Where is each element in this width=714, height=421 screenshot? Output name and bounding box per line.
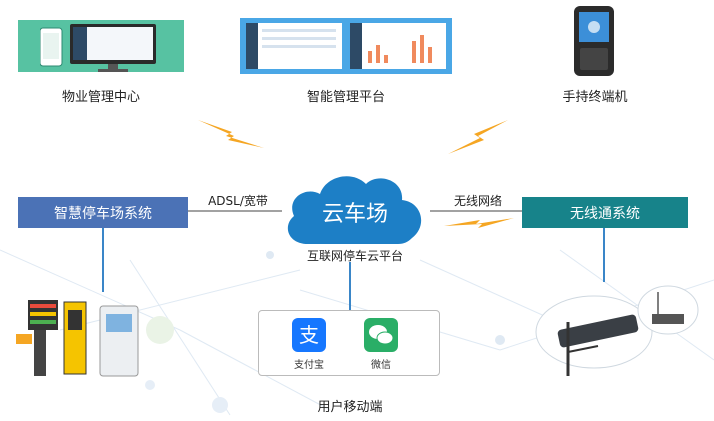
wechat-icon (364, 318, 398, 352)
smart-platform-label: 智能管理平台 (306, 90, 385, 105)
wireless-camera-icon (535, 285, 699, 376)
alipay-label: 支付宝 (294, 360, 324, 371)
wireless-network-label: 无线网络 (453, 194, 502, 208)
alipay-glyph-icon: 支 (299, 323, 319, 347)
lightning-lower-right-icon (444, 218, 514, 228)
wechat-bubbles-icon (369, 325, 394, 345)
dashboard-screens-icon (246, 23, 446, 69)
mobile-apps-panel (258, 310, 440, 376)
lightning-right-icon (448, 120, 508, 154)
wireless-system-label: 无线通系统 (570, 205, 640, 222)
handheld-terminal-icon (574, 6, 614, 76)
cloud-icon (287, 176, 422, 244)
lightning-left-icon (198, 120, 264, 148)
cloud-title: 云车场 (321, 202, 388, 227)
mobile-user-label: 用户移动端 (317, 400, 383, 415)
monitor-icon (40, 24, 156, 72)
adsl-label: ADSL/宽带 (208, 194, 268, 208)
handheld-label: 手持终端机 (562, 90, 628, 105)
property-center-label: 物业管理中心 (61, 90, 140, 105)
smart-parking-system-label: 智慧停车场系统 (54, 205, 152, 222)
cloud-subtitle: 互联网停车云平台 (306, 249, 403, 263)
smart-parking-system-box: 智慧停车场系统 (18, 197, 188, 228)
parking-equipment-icon (16, 300, 139, 377)
wechat-label: 微信 (371, 360, 391, 371)
wireless-system-box: 无线通系统 (522, 197, 688, 228)
alipay-icon: 支 (292, 318, 326, 352)
svg-text:支: 支 (299, 323, 319, 347)
